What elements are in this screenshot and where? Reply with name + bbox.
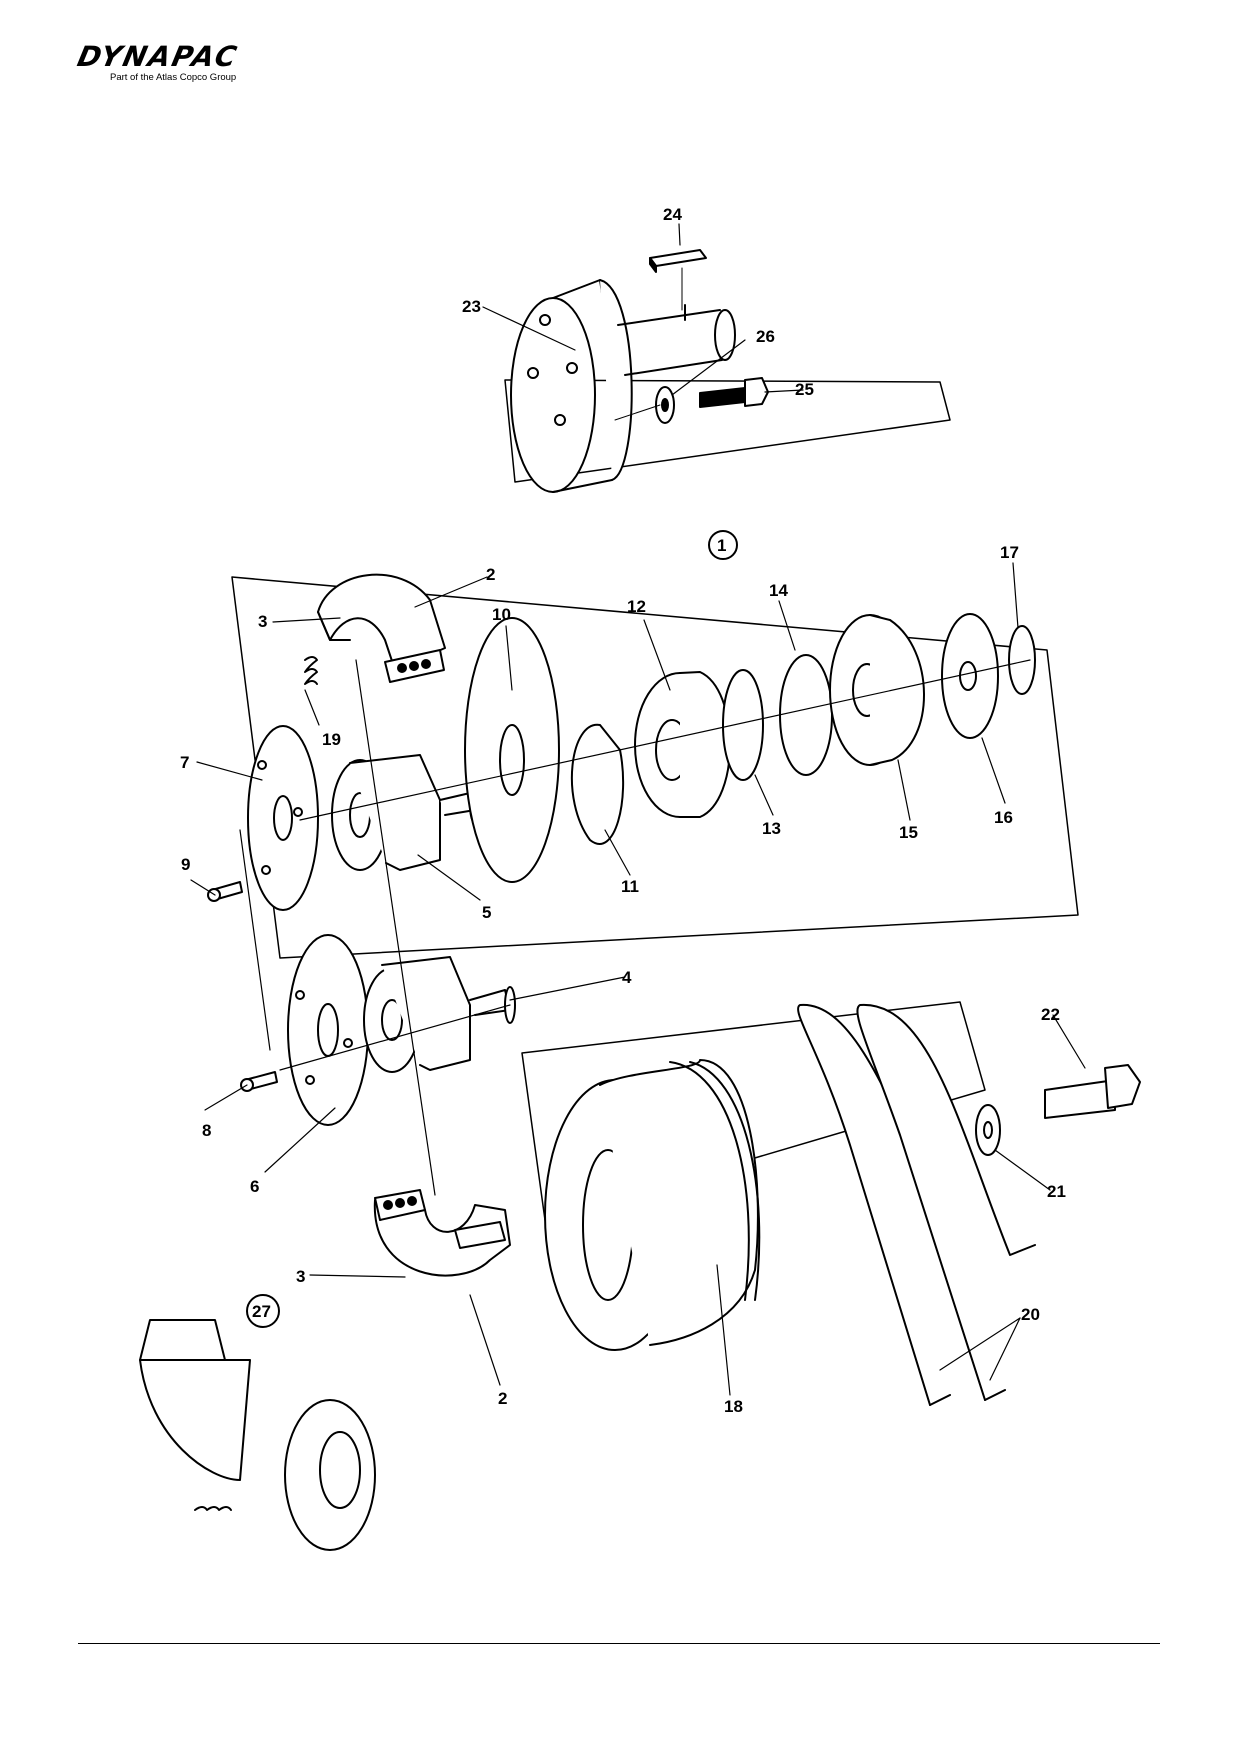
callout-4: 4 <box>622 968 632 987</box>
key-24 <box>649 249 707 267</box>
callout-14: 14 <box>769 581 788 600</box>
callout-1: 1 <box>717 536 726 555</box>
callout-13: 13 <box>762 819 781 838</box>
kit-27 <box>139 1319 376 1551</box>
circlip-17 <box>1008 625 1036 695</box>
callout-6: 6 <box>250 1177 259 1196</box>
callout-2b: 2 <box>498 1389 507 1408</box>
callout-2: 2 <box>486 565 495 584</box>
bolt-8 <box>240 1071 278 1092</box>
flange-disc-23 <box>510 297 596 493</box>
callout-19: 19 <box>322 730 341 749</box>
bolt-9 <box>207 881 243 902</box>
callout-23: 23 <box>462 297 481 316</box>
callout-3: 3 <box>258 612 267 631</box>
callout-26: 26 <box>756 327 775 346</box>
spring-19 <box>304 656 318 685</box>
disc-6 <box>287 934 369 1126</box>
callout-7: 7 <box>180 753 189 772</box>
callout-9: 9 <box>181 855 190 874</box>
ring-13 <box>722 669 764 781</box>
leader-lines <box>190 223 1086 1396</box>
callout-27: 27 <box>252 1302 271 1321</box>
callout-11: 11 <box>621 877 639 896</box>
brand-tagline: Part of the Atlas Copco Group <box>110 72 237 83</box>
bearing-12 <box>634 671 731 818</box>
callout-21: 21 <box>1047 1182 1066 1201</box>
hub-4 <box>363 956 516 1073</box>
callout-20: 20 <box>1021 1305 1040 1324</box>
callout-27-circle <box>246 1294 280 1328</box>
pulley-18 <box>544 1059 761 1351</box>
callout-16: 16 <box>994 808 1013 827</box>
bearing-15 <box>829 614 925 766</box>
hub-5 <box>331 754 481 871</box>
circlip-14 <box>779 654 833 776</box>
callout-5: 5 <box>482 903 491 922</box>
v-belts-20 <box>797 1003 1036 1406</box>
callout-8: 8 <box>202 1121 211 1140</box>
callout-18: 18 <box>724 1397 743 1416</box>
flange-shaft-group <box>504 249 951 493</box>
callout-1-circle <box>708 530 738 560</box>
brake-shoe-bottom <box>373 1189 511 1277</box>
callout-25: 25 <box>795 380 814 399</box>
callout-22: 22 <box>1041 1005 1060 1024</box>
brake-shoe-top <box>317 573 446 683</box>
callout-17: 17 <box>1000 543 1019 562</box>
disc-7 <box>247 725 319 911</box>
bolt-22 <box>1044 1064 1141 1119</box>
callout-12: 12 <box>627 597 646 616</box>
bolt-25 <box>699 377 769 408</box>
callout-10: 10 <box>492 605 511 624</box>
callout-3b: 3 <box>296 1267 305 1286</box>
callout-labels: 24 23 26 25 1 17 2 3 10 12 14 19 7 13 15… <box>180 205 1066 1416</box>
footer-rule <box>78 1643 1160 1644</box>
callout-15: 15 <box>899 823 918 842</box>
lock-plate-11 <box>570 723 625 845</box>
subgroup-outline-top <box>504 379 951 483</box>
callout-24: 24 <box>663 205 682 224</box>
